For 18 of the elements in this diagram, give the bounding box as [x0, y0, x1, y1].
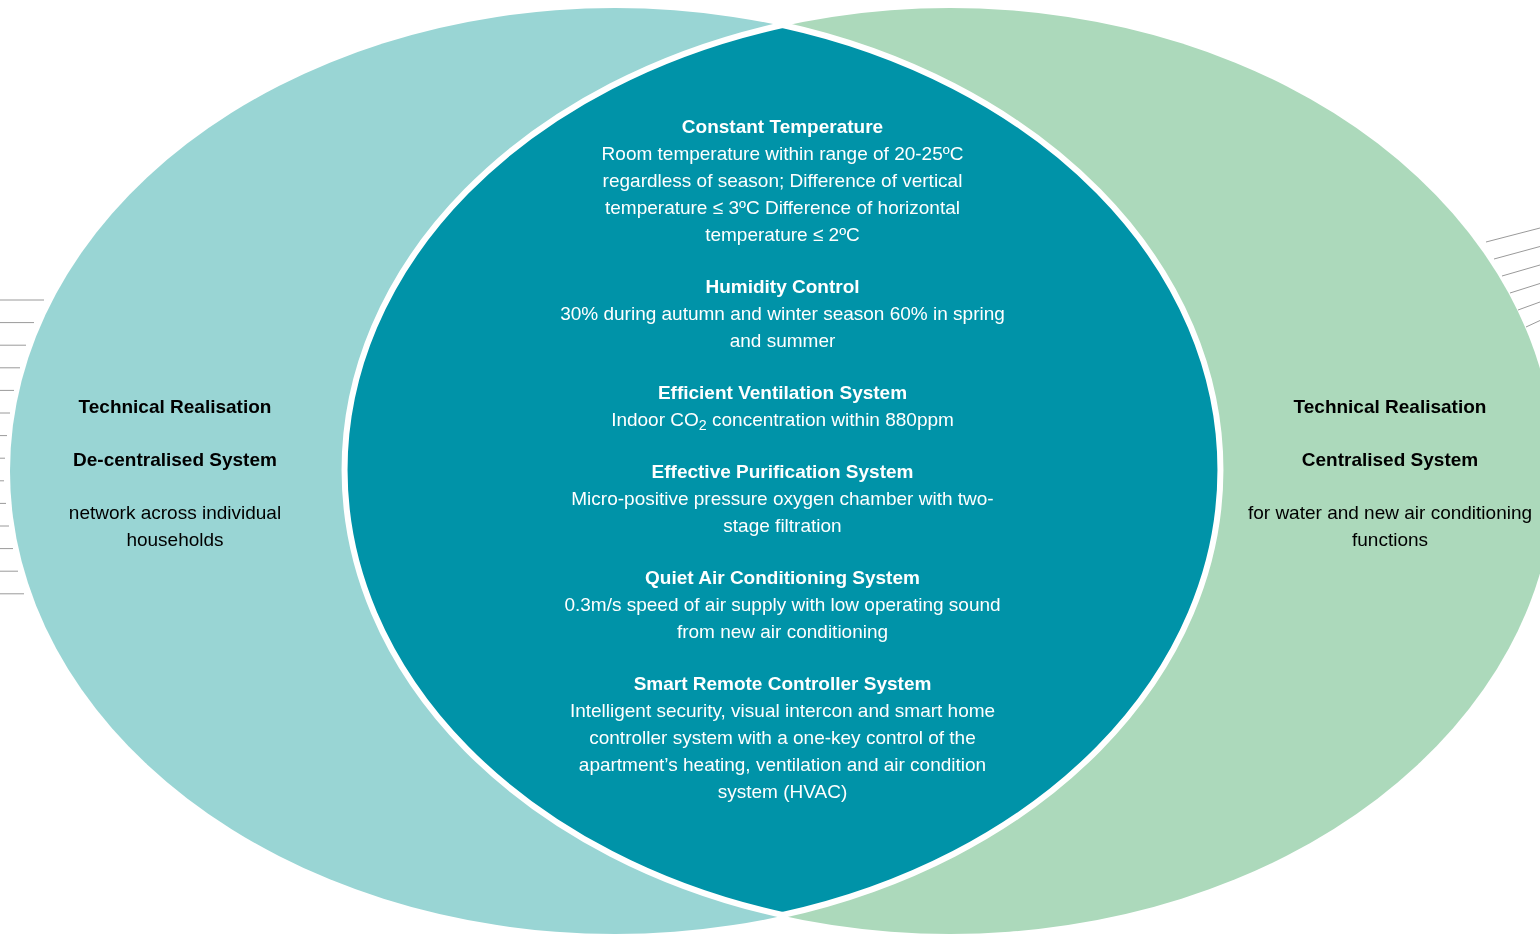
section-heading: Technical Realisation — [1293, 395, 1487, 419]
section-heading: Centralised System — [1301, 448, 1479, 472]
description-text: Intelligent security, visual intercon and smart home controller system with a one-key control of the apartment’s heating, ventilation and air condition system (HVAC) — [568, 699, 997, 804]
section-heading: Effective Purification System — [651, 460, 914, 484]
description-text: 30% during autumn and winter season 60% in spring and summer — [559, 302, 1006, 353]
description-text: network across individual households — [67, 501, 283, 552]
description-text: Room temperature within range of 20-25ºC regardless of season; Difference of vertical temperature ≤ 3ºC Difference of horizontal temperature ≤ 2ºC — [600, 142, 965, 247]
section-heading: Quiet Air Conditioning System — [645, 566, 920, 590]
section-heading: Smart Remote Controller System — [633, 672, 932, 696]
section-heading: De-centralised System — [73, 448, 277, 472]
description-text: for water and new air conditioning functions — [1246, 501, 1534, 552]
description-text: Micro-positive pressure oxygen chamber with two-stage filtration — [570, 487, 995, 538]
description-text: 0.3m/s speed of air supply with low operating sound from new air conditioning — [563, 593, 1002, 644]
section-heading: Technical Realisation — [78, 395, 272, 419]
section-heading: Efficient Ventilation System — [657, 381, 908, 405]
description-text: Indoor CO$_{2}$ concentration within 880ppm — [611, 408, 954, 433]
section-heading: Humidity Control — [705, 275, 860, 299]
section-heading: Constant Temperature — [681, 115, 884, 139]
